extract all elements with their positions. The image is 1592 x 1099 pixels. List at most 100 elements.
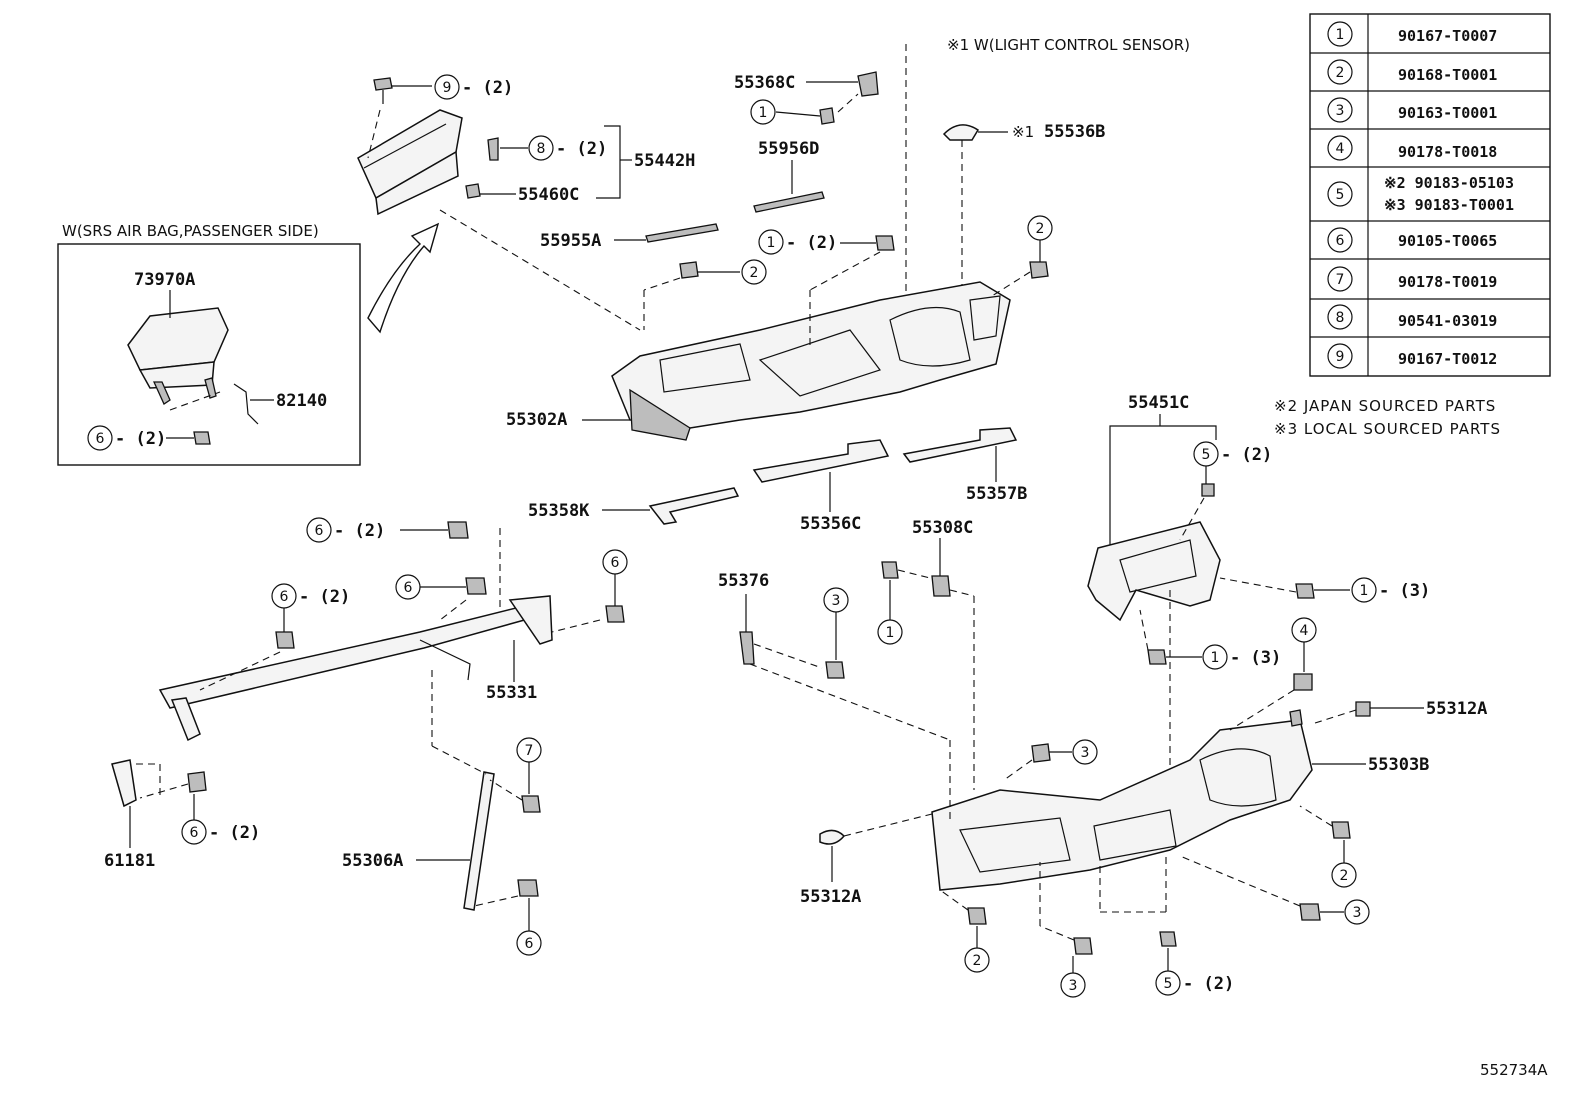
legend-num: 1 xyxy=(1336,27,1345,43)
callout-8: 8 xyxy=(537,141,546,157)
legend-num: 5 xyxy=(1336,187,1345,203)
legend-part-number: 90178-T0019 xyxy=(1398,273,1497,291)
legend-num: 2 xyxy=(1336,65,1345,81)
qty-label: - (3) xyxy=(1379,581,1430,601)
part-label-55376: 55376 xyxy=(718,571,769,591)
bracket-61181: 6 - (2) 61181 xyxy=(104,759,260,871)
callout-7: 7 xyxy=(525,743,534,759)
callout-9: 9 xyxy=(443,80,452,96)
part-label-55451C: 55451C xyxy=(1128,393,1189,413)
legend-part-number: 90167-T0007 xyxy=(1398,27,1497,45)
callout-3: 3 xyxy=(1069,978,1078,994)
part-label-55536B: 55536B xyxy=(1044,122,1105,142)
instrument-panel-lower: 55303B 55312A 4 2 3 3 55312A 2 xyxy=(800,617,1487,998)
brace-55306A: 55306A 7 6 xyxy=(342,670,542,956)
callout-3: 3 xyxy=(1353,905,1362,921)
qty-label: - (2) xyxy=(334,521,385,541)
callout-1: 1 xyxy=(1360,583,1369,599)
legend-part-number: 90168-T0001 xyxy=(1398,66,1497,84)
qty-label: - (2) xyxy=(209,823,260,843)
legend-part-number: ※3 90183-T0001 xyxy=(1384,196,1514,214)
legend-row-7: 7 90178-T0019 xyxy=(1327,266,1497,292)
sensor-mark: ※1 xyxy=(1012,123,1034,141)
part-label-55357B: 55357B xyxy=(966,484,1027,504)
legend-part-number: 90167-T0012 xyxy=(1398,350,1497,368)
part-label-61181: 61181 xyxy=(104,851,155,871)
legend-row-8: 8 90541-03019 xyxy=(1327,304,1497,330)
arrow-icon xyxy=(367,222,440,334)
inset-title: W(SRS AIR BAG,PASSENGER SIDE) xyxy=(62,222,319,240)
part-label-55442H: 55442H xyxy=(634,151,695,171)
inset-airbag: W(SRS AIR BAG,PASSENGER SIDE) 73970A 821… xyxy=(57,222,361,466)
legend-num: 7 xyxy=(1336,272,1345,288)
instrument-panel-upper: 55302A 1 - (2) 2 2 xyxy=(506,215,1053,441)
part-label-55331: 55331 xyxy=(486,683,537,703)
legend-part-number: 90163-T0001 xyxy=(1398,104,1497,122)
callout-3: 3 xyxy=(832,593,841,609)
callout-6: 6 xyxy=(280,589,289,605)
callout-1: 1 xyxy=(759,105,768,121)
callout-6: 6 xyxy=(525,936,534,952)
part-label-73970A: 73970A xyxy=(134,270,195,290)
callout-6: 6 xyxy=(96,431,105,447)
legend-row-2: 2 90168-T0001 xyxy=(1327,59,1497,85)
legend-num: 4 xyxy=(1336,141,1345,157)
part-label-55312A: 55312A xyxy=(1426,699,1487,719)
brackets-center: 55376 3 55308C 1 xyxy=(718,518,975,820)
glove-box-assembly: 8 - (2) 55460C 55442H 9 - (2) xyxy=(357,74,695,331)
legend-num: 6 xyxy=(1336,233,1345,249)
legend-table: 1 90167-T0007 2 90168-T0001 3 90163-T000… xyxy=(1309,13,1551,377)
callout-1: 1 xyxy=(886,625,895,641)
qty-label: - (2) xyxy=(786,233,837,253)
note-local-sourced: ※3 LOCAL SOURCED PARTS xyxy=(1274,420,1501,438)
callout-6: 6 xyxy=(611,555,620,571)
legend-row-9: 9 90167-T0012 xyxy=(1327,343,1497,369)
callout-2: 2 xyxy=(1036,221,1045,237)
part-label-55368C: 55368C xyxy=(734,73,795,93)
top-parts: 55368C 1 55956D 55955A ※1 55536B xyxy=(540,44,1105,320)
callout-1: 1 xyxy=(767,235,776,251)
callout-6: 6 xyxy=(315,523,324,539)
legend-row-4: 4 90178-T0018 xyxy=(1327,135,1497,161)
callout-5: 5 xyxy=(1164,976,1173,992)
part-label-55312A: 55312A xyxy=(800,887,861,907)
note-light-control-sensor: ※1 W(LIGHT CONTROL SENSOR) xyxy=(947,36,1190,54)
legend-num: 3 xyxy=(1336,103,1345,119)
callout-2: 2 xyxy=(1340,868,1349,884)
legend-row-6: 6 90105-T0065 xyxy=(1327,227,1497,253)
part-label-55955A: 55955A xyxy=(540,231,601,251)
callout-6: 6 xyxy=(190,825,199,841)
qty-label: - (2) xyxy=(115,429,166,449)
qty-label: - (3) xyxy=(1230,648,1281,668)
part-label-55302A: 55302A xyxy=(506,410,567,430)
part-label-55956D: 55956D xyxy=(758,139,819,159)
qty-label: - (2) xyxy=(1221,445,1272,465)
callout-5: 5 xyxy=(1202,447,1211,463)
trim-parts: 55358K 55356C 55357B xyxy=(528,427,1027,534)
part-label-55306A: 55306A xyxy=(342,851,403,871)
part-label-55303B: 55303B xyxy=(1368,755,1429,775)
callout-2: 2 xyxy=(750,265,759,281)
callout-4: 4 xyxy=(1300,623,1309,639)
figure-code: 552734A xyxy=(1480,1061,1548,1079)
part-label-55460C: 55460C xyxy=(518,185,579,205)
callout-2: 2 xyxy=(973,953,982,969)
callout-1: 1 xyxy=(1211,650,1220,666)
qty-label: - (2) xyxy=(556,139,607,159)
note-japan-sourced: ※2 JAPAN SOURCED PARTS xyxy=(1274,397,1496,415)
part-label-55356C: 55356C xyxy=(800,514,861,534)
legend-part-number: 90541-03019 xyxy=(1398,312,1497,330)
legend-row-3: 3 90163-T0001 xyxy=(1327,97,1497,123)
panel-reinforcement: 55331 6 - (2) 6 6 - (2) 6 xyxy=(158,517,628,742)
bracket-55451C: 55451C 5 - (2) 1 - (3) 1 - (3) xyxy=(1087,393,1430,770)
callout-3: 3 xyxy=(1081,745,1090,761)
qty-label: - (2) xyxy=(299,587,350,607)
legend-part-number: ※2 90183-05103 xyxy=(1384,174,1514,192)
legend-row-5: 5 ※2 90183-05103 ※3 90183-T0001 xyxy=(1327,174,1514,214)
legend-row-1: 1 90167-T0007 xyxy=(1327,21,1497,47)
callout-6: 6 xyxy=(404,580,413,596)
part-label-55308C: 55308C xyxy=(912,518,973,538)
legend-num: 8 xyxy=(1336,310,1345,326)
legend-num: 9 xyxy=(1336,349,1345,365)
